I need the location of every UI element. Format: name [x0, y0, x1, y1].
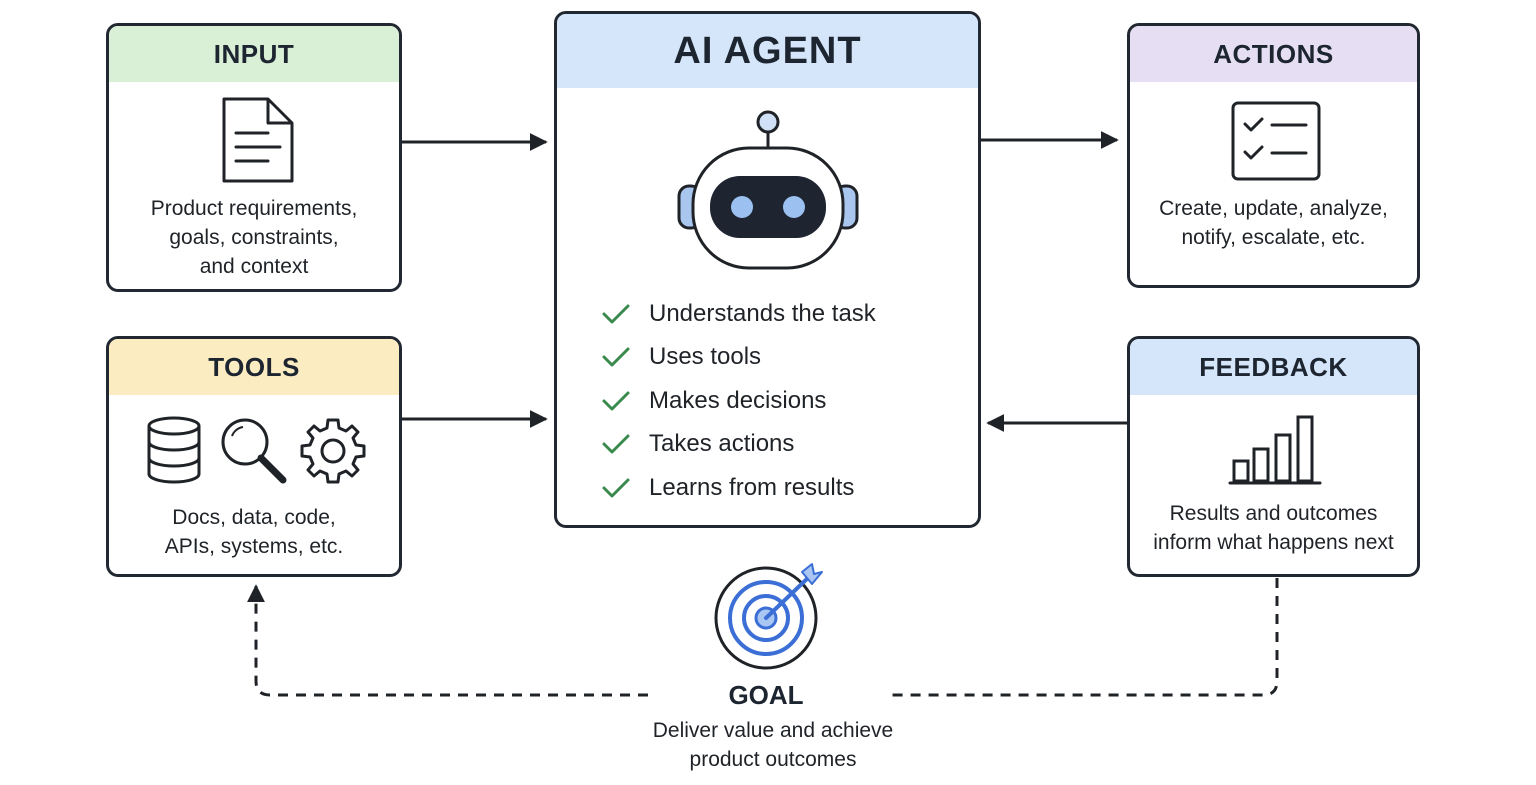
- input-title: INPUT: [109, 26, 399, 82]
- bar-chart-icon: [1228, 415, 1322, 485]
- check-icon: [602, 347, 630, 367]
- feedback-line: inform what happens next: [1153, 531, 1394, 554]
- capability-label: Uses tools: [649, 343, 762, 371]
- robot-icon: [677, 110, 859, 270]
- input-line: goals, constraints,: [169, 226, 339, 249]
- database-icon: [147, 416, 201, 484]
- tools-line: Docs, data, code,: [172, 506, 336, 529]
- actions-line: notify, escalate, etc.: [1181, 226, 1366, 249]
- input-line: and context: [199, 255, 309, 278]
- feedback-line: Results and outcomes: [1169, 502, 1378, 525]
- input-box: INPUT Product requirements, goals, const…: [106, 23, 402, 292]
- gear-icon: [300, 418, 366, 484]
- goal-line: product outcomes: [689, 748, 857, 771]
- document-icon: [222, 97, 294, 183]
- capability-label: Takes actions: [649, 430, 795, 458]
- feedback-box: FEEDBACK Results and outcomes inform wha…: [1127, 336, 1420, 577]
- actions-box: ACTIONS Create, update, analyze, notify,…: [1127, 23, 1420, 288]
- capability-label: Understands the task: [649, 299, 876, 327]
- capability-item: Takes actions: [601, 423, 876, 467]
- capability-list: Understands the task Uses tools Makes de…: [601, 292, 876, 510]
- actions-line: Create, update, analyze,: [1159, 197, 1388, 220]
- input-line: Product requirements,: [150, 197, 358, 220]
- goal-description: Deliver value and achieve product outcom…: [600, 716, 946, 774]
- search-icon: [221, 418, 287, 484]
- capability-label: Learns from results: [649, 473, 855, 501]
- capability-item: Understands the task: [601, 292, 876, 336]
- capability-label: Makes decisions: [649, 386, 827, 414]
- tools-description: Docs, data, code, APIs, systems, etc.: [109, 503, 399, 561]
- check-icon: [602, 304, 630, 324]
- check-icon: [602, 391, 630, 411]
- capability-item: Makes decisions: [601, 379, 876, 423]
- target-icon: [714, 563, 823, 670]
- agent-title: AI AGENT: [557, 14, 978, 88]
- capability-item: Uses tools: [601, 336, 876, 380]
- feedback-to-goal-dashed-line: [888, 578, 1279, 697]
- capability-item: Learns from results: [601, 466, 876, 510]
- feedback-title: FEEDBACK: [1130, 339, 1417, 395]
- actions-title: ACTIONS: [1130, 26, 1417, 82]
- check-icon: [602, 434, 630, 454]
- feedback-description: Results and outcomes inform what happens…: [1130, 499, 1417, 557]
- tools-line: APIs, systems, etc.: [164, 535, 344, 558]
- input-description: Product requirements, goals, constraints…: [109, 194, 399, 281]
- checklist-icon: [1231, 101, 1321, 181]
- check-icon: [602, 478, 630, 498]
- agent-box: AI AGENT Understands the task Uses tools…: [554, 11, 981, 528]
- goal-title: GOAL: [728, 680, 804, 710]
- tools-title: TOOLS: [109, 339, 399, 395]
- goal-to-tools-dashed-arrow: [247, 584, 648, 697]
- actions-description: Create, update, analyze, notify, escalat…: [1130, 194, 1417, 252]
- tools-box: TOOLS Docs, data, code, APIs, systems, e…: [106, 336, 402, 577]
- goal-line: Deliver value and achieve: [652, 719, 894, 742]
